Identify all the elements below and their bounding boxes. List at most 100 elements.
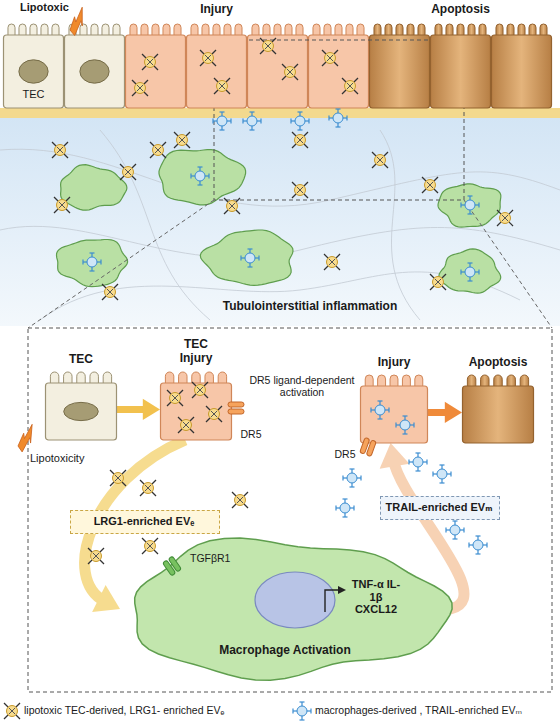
vesicle-body: [113, 473, 124, 484]
vesicle-tip: [248, 248, 253, 249]
node-label: Apoptosis: [410, 3, 511, 17]
vesicle-spike: [110, 470, 126, 486]
lrg1-vesicle-icon: [324, 254, 340, 270]
vesicle-spike: [329, 117, 347, 118]
vesicle-spike: [409, 461, 427, 462]
vesicle-tip: [198, 184, 203, 185]
vesicle-tip: [82, 260, 83, 265]
vesicle-body: [500, 213, 511, 224]
vesicle-tip: [90, 270, 95, 271]
vesicle-mark: [147, 543, 153, 549]
vesicle-spike: [142, 538, 158, 554]
collagen-fiber: [380, 130, 420, 320]
cell-node: Apoptosis: [462, 375, 534, 443]
vesicle-mark: [329, 259, 335, 265]
vesicle-spike: [260, 38, 276, 54]
vesicle-mark: [155, 147, 161, 153]
vesicle-tip: [208, 174, 209, 179]
vesicle-spike: [291, 120, 309, 121]
macrophage-cell: [57, 240, 128, 287]
vesicle-tip: [440, 464, 445, 465]
vesicle-spike: [102, 284, 118, 300]
vesicle-spike: [351, 469, 352, 487]
bolt-shape: [12, 424, 41, 452]
vesicle-tip: [450, 472, 451, 477]
vesicle-body: [465, 267, 475, 277]
trail-vesicle-icon: [433, 465, 451, 483]
vesicle-box: LRG1-enriched EVₑ: [70, 510, 220, 534]
vesicle-mark: [93, 553, 99, 559]
vesicle-body: [295, 116, 305, 126]
node-shape: [360, 375, 428, 443]
trail-vesicle-icon: [191, 167, 209, 185]
vesicle-spike: [174, 132, 190, 148]
interstitium: [0, 118, 560, 326]
vesicle-spike: [132, 80, 148, 96]
cell-body: [65, 35, 125, 108]
annotation-label: Lipotoxic: [20, 1, 90, 14]
vesicle-mark: [179, 137, 185, 143]
vesicle-spike: [454, 521, 455, 539]
vesicle-tip: [230, 119, 231, 124]
lrg1-vesicle-icon: [150, 142, 166, 158]
node-label: Apoptosis: [452, 356, 544, 370]
vesicle-spike: [469, 196, 470, 214]
vesicle-tip: [90, 252, 95, 253]
vesicle-tip: [343, 498, 348, 499]
vesicle-tip: [100, 260, 101, 265]
vesicle-body: [57, 200, 68, 211]
vesicle-spike: [191, 175, 209, 176]
trail-vesicle-icon: [83, 253, 101, 271]
trail-vesicle-icon: [336, 499, 354, 517]
vesicle-body: [177, 135, 188, 146]
trail-vesicle-icon: [213, 112, 231, 130]
vesicle-spike: [372, 152, 388, 168]
vesicle-spike: [232, 492, 248, 508]
vesicle-mark: [347, 83, 353, 89]
vesicle-mark: [297, 137, 303, 143]
vesicle-body: [145, 57, 156, 68]
vesicle-tip: [350, 468, 355, 469]
vesicle-tip: [416, 470, 421, 471]
vesicle-tip: [468, 543, 469, 548]
vesicle-body: [145, 541, 156, 552]
vesicle-mark: [57, 147, 63, 153]
vesicle-body: [345, 81, 356, 92]
lrg1-vesicle-icon: [292, 182, 308, 198]
cell-node: Apoptosis: [430, 24, 491, 108]
vesicle-spike: [224, 198, 240, 214]
vesicle-tip: [426, 460, 427, 465]
trail-vesicle-icon: [343, 469, 361, 487]
arrow-head: [92, 585, 120, 612]
vesicle-body: [285, 67, 296, 78]
vesicle-tip: [453, 538, 458, 539]
vesicle-tip: [308, 119, 309, 124]
bolt-shape: [64, 7, 93, 35]
vesicle-body: [297, 706, 307, 716]
vesicle-mark: [377, 157, 383, 163]
vesicle-mark: [377, 157, 383, 163]
node-label: TEC: [3, 88, 64, 101]
vesicle-tip: [342, 476, 343, 481]
vesicle-tip: [460, 203, 461, 208]
vesicle-tip: [298, 129, 303, 130]
basement-membrane: [0, 108, 560, 118]
vesicle-mark: [9, 708, 15, 714]
node-shape: [120, 538, 450, 680]
vesicle-spike: [140, 480, 156, 496]
lrg1-vesicle-icon: [430, 274, 446, 290]
vesicle-tip: [476, 553, 481, 554]
lrg1-vesicle-icon: [142, 538, 158, 554]
vesicle-tip: [310, 709, 311, 714]
vesicle-mark: [297, 137, 303, 143]
vesicle-mark: [57, 147, 63, 153]
vesicle-mark: [93, 553, 99, 559]
cell-body: [4, 35, 64, 108]
lrg1-vesicle-icon: [120, 164, 136, 180]
macrophage-cell: [200, 230, 293, 285]
vesicle-spike: [299, 112, 300, 130]
vesicle-spike: [213, 120, 231, 121]
vesicle-spike: [461, 204, 479, 205]
annotation-label: DR5 ligand-dependent activation: [248, 374, 356, 398]
